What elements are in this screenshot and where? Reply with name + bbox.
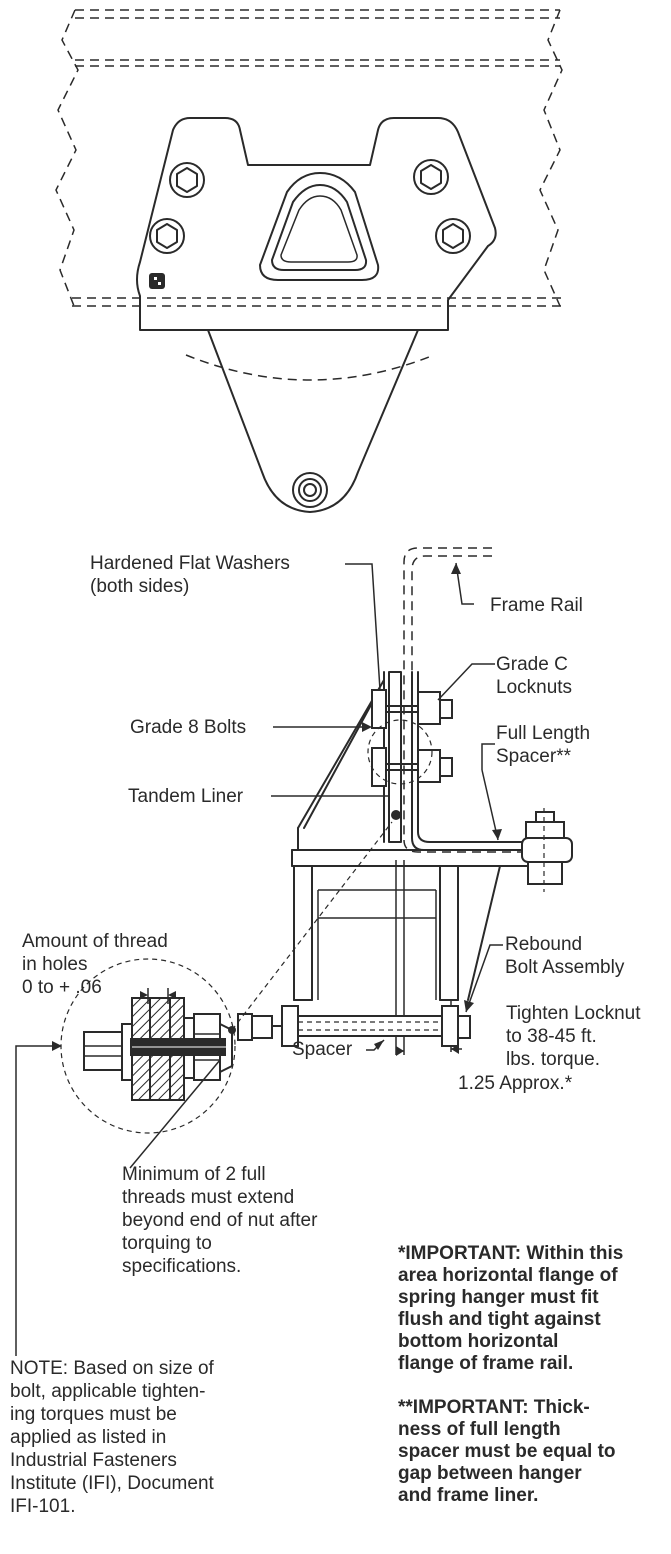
label-grade-8-bolts: Grade 8 Bolts [130,717,247,738]
label-full-length-spacer: Full Length Spacer** [496,723,591,767]
label-frame-rail: Frame Rail [490,595,583,616]
leader-lines [15,562,503,1356]
grade-8-bolts-side [367,689,453,820]
spring-hanger-side-view [291,671,561,1055]
spring-hanger-top-view [136,117,497,513]
important-note-flange: *IMPORTANT: Within this area horizontal … [398,1243,624,1374]
label-spacer: Spacer [292,1039,353,1060]
label-rebound-bolt-assembly: Rebound Bolt Assembly [505,934,625,978]
label-hardened-flat-washers: Hardened Flat Washers (both sides) [90,553,290,597]
frame-rail-top-view [55,9,563,307]
label-amount-of-thread: Amount of thread in holes 0 to + .06 [22,931,168,998]
important-note-spacer: **IMPORTANT: Thick- ness of full length … [398,1397,616,1506]
label-grade-c-locknuts: Grade C Locknuts [496,654,573,698]
thread-detail-circle [60,958,236,1134]
note-ifi-torque: NOTE: Based on size of bolt, applicable … [10,1358,214,1517]
detail-callout-line [231,821,393,1031]
label-tighten-locknut: Tighten Locknut to 38-45 ft. lbs. torque… [506,1003,641,1070]
label-tandem-liner: Tandem Liner [128,786,244,807]
frame-rail-section [403,547,545,853]
label-1-25-approx: 1.25 Approx.* [458,1073,573,1094]
label-minimum-threads: Minimum of 2 full threads must extend be… [122,1164,318,1277]
rebound-bolt-assembly [237,1005,471,1047]
full-length-spacer [521,808,573,892]
